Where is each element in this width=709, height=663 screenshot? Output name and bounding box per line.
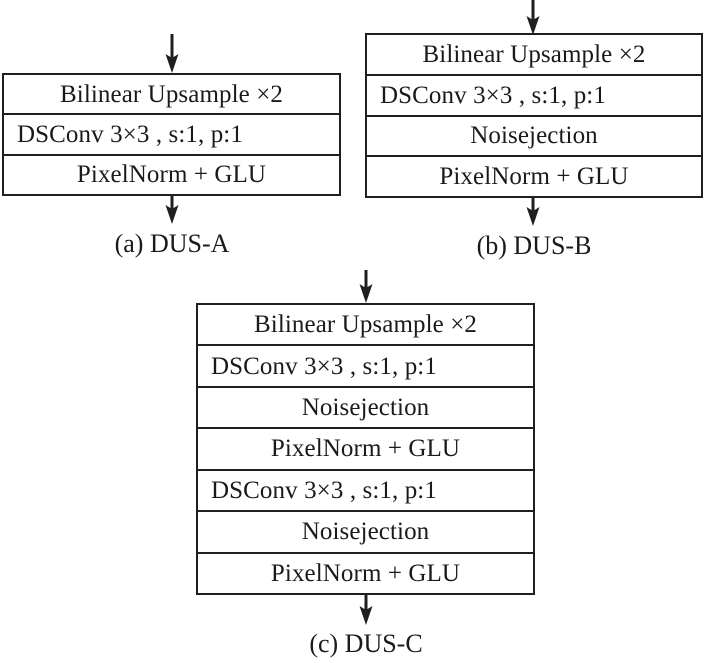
block-row: Noisejection	[198, 387, 533, 430]
block-row: Noisejection	[198, 512, 533, 554]
down-arrow-icon-output-c	[357, 595, 375, 626]
panel-caption-c: (c) DUS-C	[309, 629, 423, 658]
block-row-label: PixelNorm + GLU	[76, 161, 267, 189]
block-row-label: PixelNorm + GLU	[439, 163, 629, 191]
block-row-label: Noisejection	[301, 394, 430, 422]
down-arrow-icon-input-a	[163, 34, 181, 74]
down-arrow-icon-output-a	[163, 196, 181, 225]
block-row: PixelNorm + GLU	[367, 157, 701, 196]
block-row-label: Bilinear Upsample ×2	[254, 311, 477, 339]
block-row-label: DSConv 3×3 , s:1, p:1	[211, 476, 437, 504]
block-row-label: Bilinear Upsample ×2	[422, 40, 646, 68]
block-row: PixelNorm + GLU	[198, 429, 533, 471]
panel-caption-b: (b) DUS-B	[476, 231, 592, 260]
down-arrow-icon-output-b	[524, 198, 542, 227]
block-row: DSConv 3×3 , s:1, p:1	[198, 470, 533, 513]
block-row-label: PixelNorm + GLU	[270, 435, 461, 463]
block-row: PixelNorm + GLU	[198, 553, 533, 593]
down-arrow-icon-input-b	[524, 0, 542, 36]
block-row-label: PixelNorm + GLU	[270, 559, 461, 587]
block-diagram-dus-a: Bilinear Upsample ×2 DSConv 3×3 , s:1, p…	[2, 73, 341, 196]
panel-caption-a: (a) DUS-A	[114, 229, 230, 258]
block-row-label: DSConv 3×3 , s:1, p:1	[17, 120, 243, 148]
block-row-label: DSConv 3×3 , s:1, p:1	[211, 352, 437, 380]
block-diagram-dus-c: Bilinear Upsample ×2 DSConv 3×3 , s:1, p…	[196, 303, 535, 595]
block-row: PixelNorm + GLU	[4, 155, 339, 194]
block-row: Noisejection	[367, 116, 701, 158]
block-row: Bilinear Upsample ×2	[198, 305, 533, 347]
block-row: Bilinear Upsample ×2	[367, 35, 701, 76]
block-row-label: DSConv 3×3 , s:1, p:1	[380, 81, 606, 109]
block-row: DSConv 3×3 , s:1, p:1	[4, 115, 339, 156]
block-row-label: Noisejection	[301, 518, 430, 546]
block-row-label: Noisejection	[470, 122, 598, 150]
down-arrow-icon-input-c	[357, 270, 375, 304]
block-diagram-dus-b: Bilinear Upsample ×2 DSConv 3×3 , s:1, p…	[365, 33, 703, 198]
block-row: DSConv 3×3 , s:1, p:1	[367, 75, 701, 117]
block-row-label: Bilinear Upsample ×2	[60, 80, 283, 108]
block-row: Bilinear Upsample ×2	[4, 75, 339, 116]
block-row: DSConv 3×3 , s:1, p:1	[198, 346, 533, 388]
